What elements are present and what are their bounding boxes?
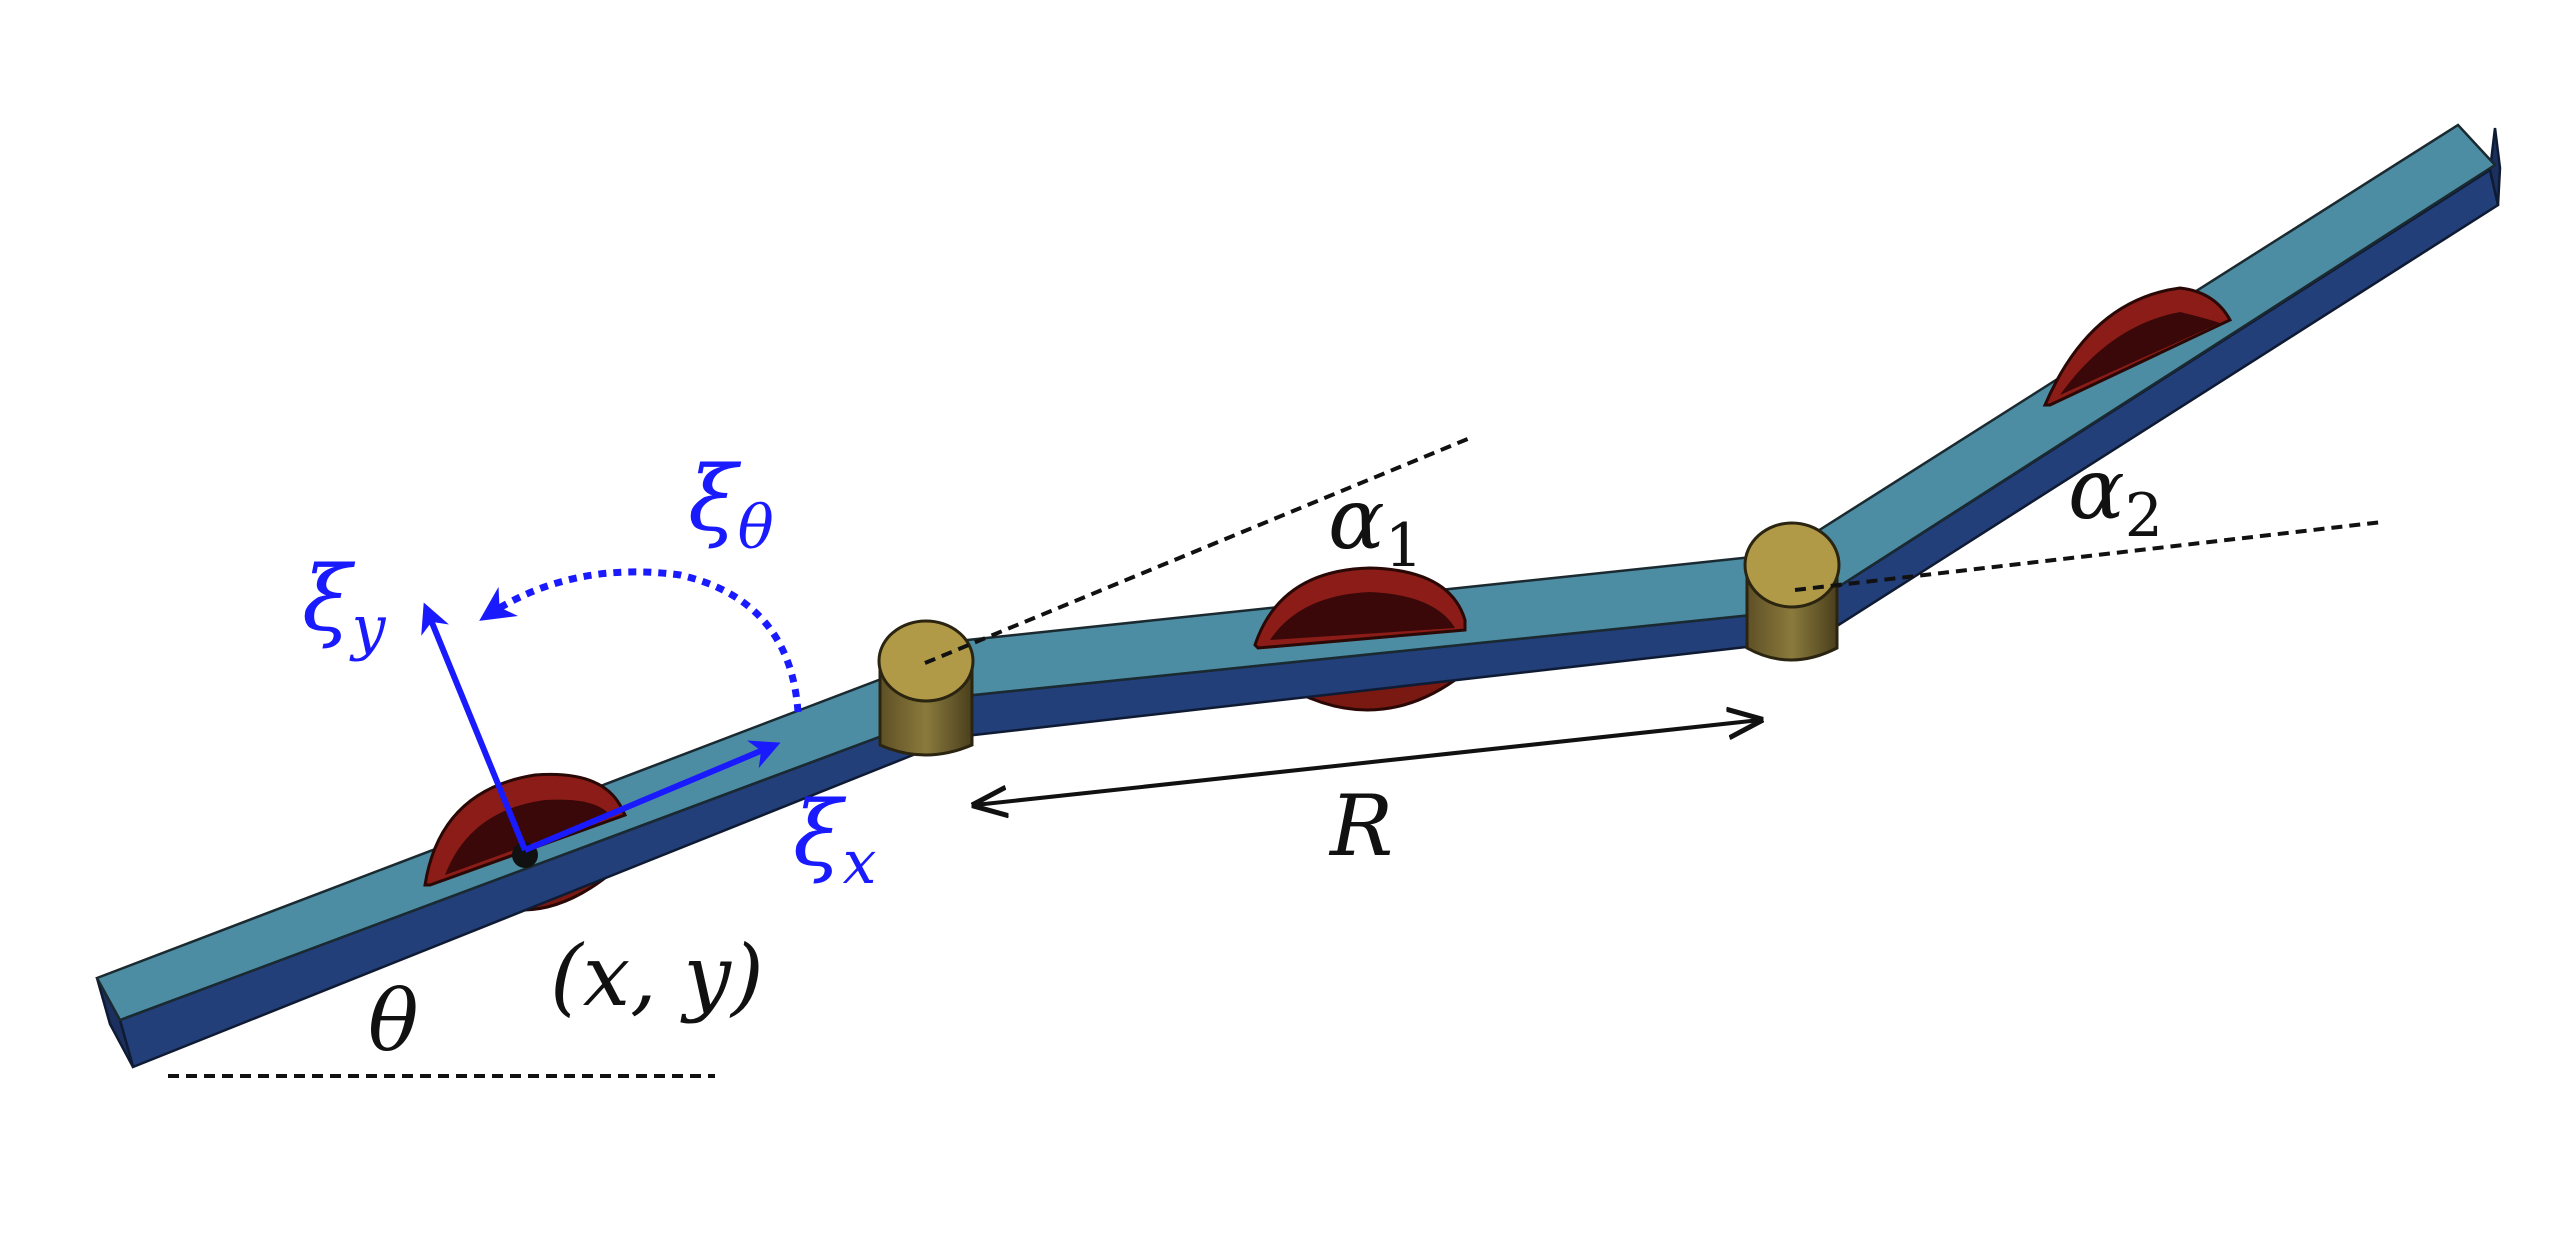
wheel-upper-halves: [423, 286, 2233, 887]
alpha-1-label: α1: [1328, 470, 1423, 581]
link-3-side: [1808, 167, 2500, 643]
reference-lines: [168, 436, 2383, 1078]
xi-y-label: ξy: [302, 547, 387, 663]
link-length-arrow: [975, 720, 1760, 805]
alpha-2-label: α2: [2068, 440, 2163, 551]
xi-x-arrow: [523, 740, 781, 853]
xi-theta-arc-arrow: [479, 568, 802, 713]
link-3: [1778, 123, 2502, 643]
alpha-1-reference-line: [924, 436, 1471, 665]
alpha-2-reference-line: [1794, 520, 2383, 592]
labels: θ (x, y) ξx ξy ξθ α1 α2 R: [302, 440, 2163, 1070]
body-velocity-frame: [421, 568, 802, 868]
position-label: (x, y): [550, 927, 764, 1025]
xi-x-label: ξx: [793, 782, 876, 898]
wheel-3-upper: [2042, 286, 2233, 407]
wheel-1-upper: [423, 772, 628, 887]
xi-y-arrow: [421, 602, 528, 852]
link-length-label: R: [1328, 777, 1393, 875]
xi-theta-label: ξθ: [688, 447, 774, 563]
theta-label: θ: [368, 972, 419, 1070]
link-1-side: [118, 716, 940, 1069]
joint-2: [1743, 521, 1841, 662]
joint-1: [877, 619, 975, 757]
wheel-2-upper: [1253, 566, 1467, 650]
link-3-end-face: [2488, 127, 2502, 206]
